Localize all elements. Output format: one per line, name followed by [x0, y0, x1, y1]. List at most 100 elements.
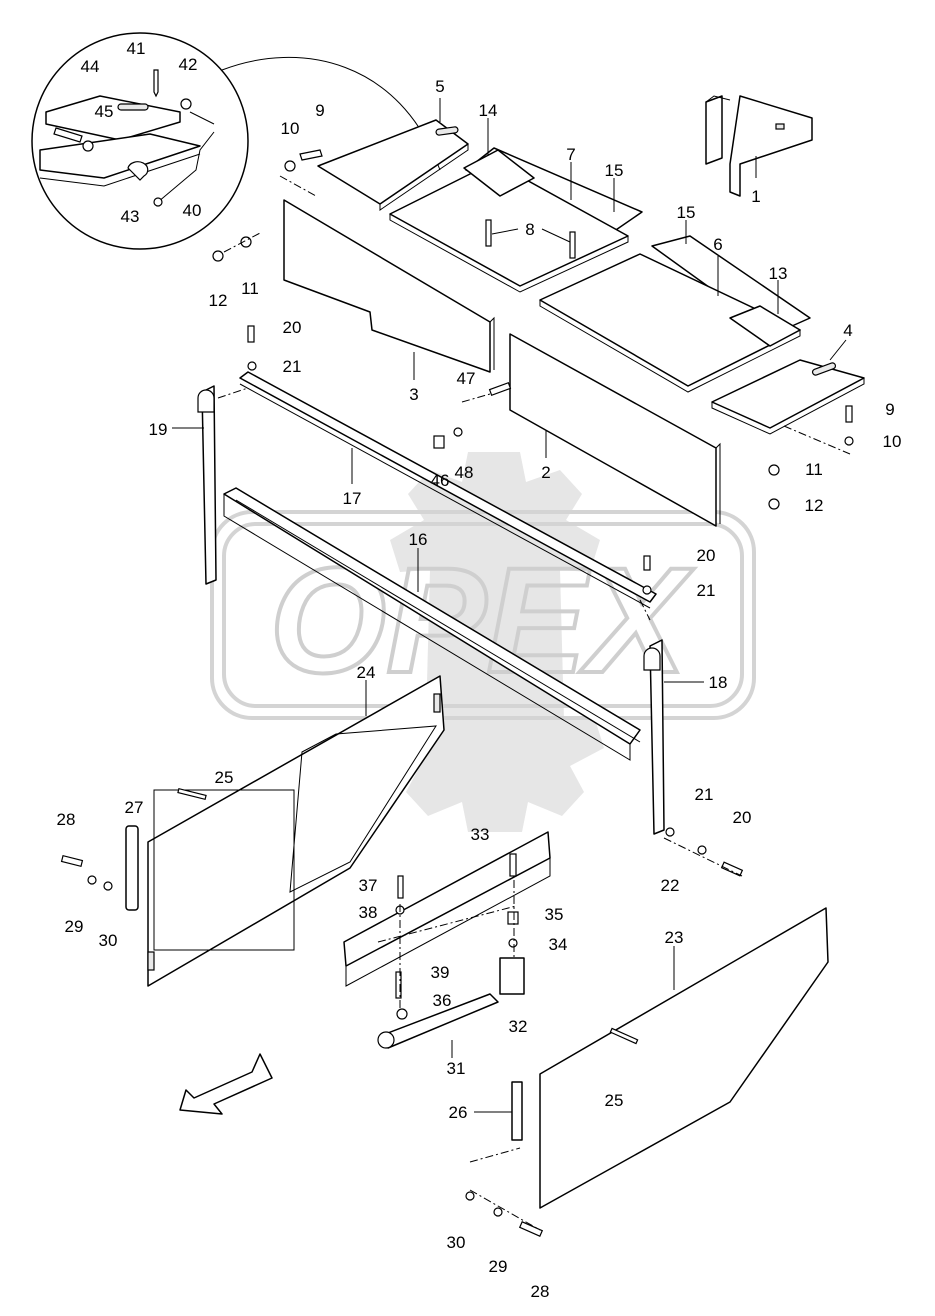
- bolt-20b: [643, 555, 651, 571]
- callout-25a: 25: [215, 768, 234, 787]
- side-panels: [283, 199, 721, 527]
- washer-48: [453, 427, 463, 437]
- plate-13: [729, 305, 801, 347]
- detail-frame: [39, 133, 201, 179]
- callout-41: 41: [127, 39, 146, 58]
- post-19-eye: [197, 389, 215, 413]
- detail-slot: [117, 103, 149, 111]
- mount-rail: [343, 831, 551, 967]
- callout-8: 8: [525, 220, 534, 239]
- callout-4: 4: [843, 321, 852, 340]
- plate-7-edge: [389, 214, 629, 293]
- callout-31: 31: [447, 1059, 466, 1078]
- panel-2: [509, 333, 717, 527]
- callout-17: 17: [343, 489, 362, 508]
- callout-2: 2: [541, 463, 550, 482]
- dash-line-4: [461, 393, 491, 403]
- bracket-1-hole: [775, 123, 785, 130]
- bolt-20c: [720, 861, 744, 877]
- callout-6: 6: [713, 235, 722, 254]
- bolt-28b: [518, 1220, 544, 1238]
- bolt-8b: [569, 231, 576, 259]
- frame: [197, 371, 665, 835]
- callout-32: 32: [509, 1017, 528, 1036]
- pin-25a: [177, 787, 207, 801]
- washer-10a: [284, 160, 296, 172]
- bolt-20a: [247, 325, 255, 343]
- callout-30b: 30: [447, 1233, 466, 1252]
- dash-line-7: [663, 837, 743, 877]
- panel-2-edge: [715, 442, 721, 524]
- callout-27: 27: [125, 798, 144, 817]
- dash-line-8: [377, 905, 517, 943]
- callout-30a: 30: [99, 931, 118, 950]
- callout-23: 23: [665, 928, 684, 947]
- mount-rail-lip: [345, 858, 551, 987]
- callout-3: 3: [409, 385, 418, 404]
- callout-14: 14: [479, 101, 498, 120]
- callout-42: 42: [179, 55, 198, 74]
- washer-21a: [247, 361, 257, 371]
- callout-48: 48: [455, 463, 474, 482]
- dash-line-12: [469, 1189, 541, 1231]
- leader-8b: [541, 228, 571, 243]
- plate-4-slot: [811, 362, 837, 376]
- callout-28b: 28: [531, 1282, 550, 1301]
- door-24: [147, 675, 445, 987]
- washer-21b: [642, 585, 652, 595]
- bolt-8a: [485, 219, 492, 247]
- plate-14: [463, 149, 535, 197]
- callout-22: 22: [661, 876, 680, 895]
- post-18-eye: [643, 647, 661, 671]
- dash-line-3: [217, 387, 249, 399]
- plate-5-edge: [379, 144, 469, 211]
- callout-10a: 10: [281, 119, 300, 138]
- callout-labels: 1 2 3 4 5 6 7 8 9 9 10 10 11 11 12 12 13…: [57, 39, 902, 1301]
- washer-11b: [768, 464, 780, 476]
- door-24-hinge-top: [433, 693, 441, 713]
- callout-20c: 20: [733, 808, 752, 827]
- callout-40: 40: [183, 201, 202, 220]
- handle-27: [125, 825, 139, 911]
- dash-line-6: [639, 599, 651, 621]
- panel-23: [539, 907, 829, 1209]
- callout-21b: 21: [697, 581, 716, 600]
- detail-clip-43: [127, 161, 149, 181]
- washer-21c: [697, 845, 707, 855]
- callout-46: 46: [431, 471, 450, 490]
- bracket-1-upright: [705, 95, 723, 165]
- callout-43: 43: [121, 207, 140, 226]
- post-19: [201, 385, 217, 585]
- detail-pin-41: [153, 69, 159, 98]
- callout-45: 45: [95, 102, 114, 121]
- post-18: [649, 639, 665, 835]
- callout-11b: 11: [805, 460, 823, 479]
- callout-21a: 21: [283, 357, 302, 376]
- bolt-28a: [60, 854, 84, 868]
- bolt-47: [488, 381, 512, 397]
- washer-10b: [844, 436, 854, 446]
- bushing-36: [396, 1008, 408, 1020]
- callout-16: 16: [409, 530, 428, 549]
- top-plates: [317, 119, 865, 435]
- pin-39: [395, 971, 402, 999]
- nut-12b: [768, 498, 780, 510]
- callout-19: 19: [149, 420, 168, 439]
- detail-washer-42: [180, 98, 192, 110]
- callout-12b: 12: [805, 496, 824, 515]
- callout-38: 38: [359, 903, 378, 922]
- callout-21c: 21: [695, 785, 714, 804]
- callout-26: 26: [449, 1103, 468, 1122]
- panel-3-edge: [489, 316, 495, 370]
- callout-15b: 15: [677, 203, 696, 222]
- leaders: [172, 98, 847, 1113]
- detail-dashed-guide: [189, 111, 215, 125]
- washer-30b: [465, 1191, 475, 1201]
- detail-washer-45: [82, 140, 94, 152]
- leader-8a: [491, 228, 519, 235]
- callout-35: 35: [545, 905, 564, 924]
- detail-rod-40: [157, 131, 215, 203]
- callout-11a: 11: [241, 279, 259, 298]
- dash-line-1: [279, 175, 317, 197]
